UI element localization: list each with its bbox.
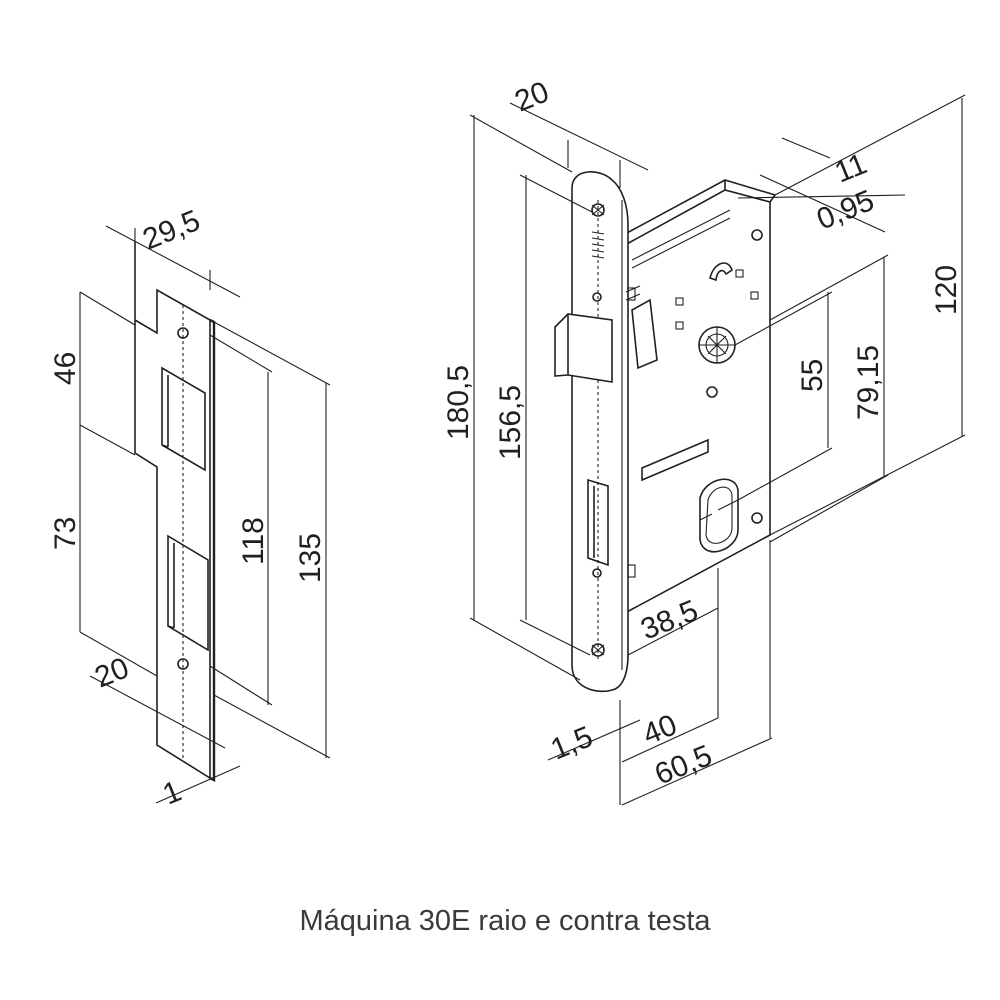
- strike-latch-slot: [161, 366, 206, 472]
- lock-faceplate: [571, 171, 629, 693]
- strike-plate-outline: [134, 242, 211, 780]
- strike-bolt-slot: [167, 534, 209, 652]
- lock-body: [554, 171, 777, 693]
- lock-hook: [709, 262, 733, 282]
- dim-strike-upper-height: 46: [49, 352, 82, 385]
- dim-faceplate-offset: 1,5: [546, 720, 597, 766]
- faceplate-brand-mark: [591, 231, 605, 259]
- lock-latch: [554, 313, 613, 383]
- dim-lock-total-height: 180,5: [442, 365, 475, 440]
- dim-strike-lower-height: 73: [49, 517, 82, 550]
- dim-strike-thickness: 1: [158, 775, 186, 812]
- dim-lock-fixing-span: 156,5: [494, 385, 527, 460]
- strike-screw-hole-top: [177, 327, 189, 339]
- dim-lock-depth: 11: [830, 147, 871, 189]
- lock-bolt-slot: [587, 478, 609, 567]
- dim-strike-width-bottom: 20: [90, 651, 133, 694]
- dim-strike-width-top: 29,5: [138, 204, 205, 256]
- dim-strike-total-height: 135: [294, 533, 327, 583]
- lock-slide-bar: [641, 438, 709, 482]
- dim-body-depth: 40: [638, 708, 681, 751]
- dim-offset-79: 79,15: [852, 345, 885, 420]
- faceplate-screw-bottom: [591, 643, 605, 657]
- dim-strike-slot-span: 118: [237, 517, 270, 565]
- strike-plate-edge: [209, 318, 216, 782]
- drawing-caption: Máquina 30E raio e contra testa: [299, 905, 711, 937]
- lock-cylinder-hole: [699, 478, 739, 553]
- dim-lock-body-height: 120: [930, 265, 963, 315]
- dim-lock-plate-thickness: 0,95: [812, 184, 879, 236]
- lock-case-plate: [624, 189, 771, 615]
- faceplate-screw-top: [591, 203, 605, 217]
- dim-faceplate-width: 20: [510, 75, 553, 118]
- lock-internal-lever: [631, 298, 658, 370]
- dim-handle-to-cylinder: 55: [796, 359, 829, 392]
- strike-screw-hole-bottom: [177, 658, 189, 670]
- strike-plate: 29,5 46 73 118 135 20 1: [49, 204, 331, 812]
